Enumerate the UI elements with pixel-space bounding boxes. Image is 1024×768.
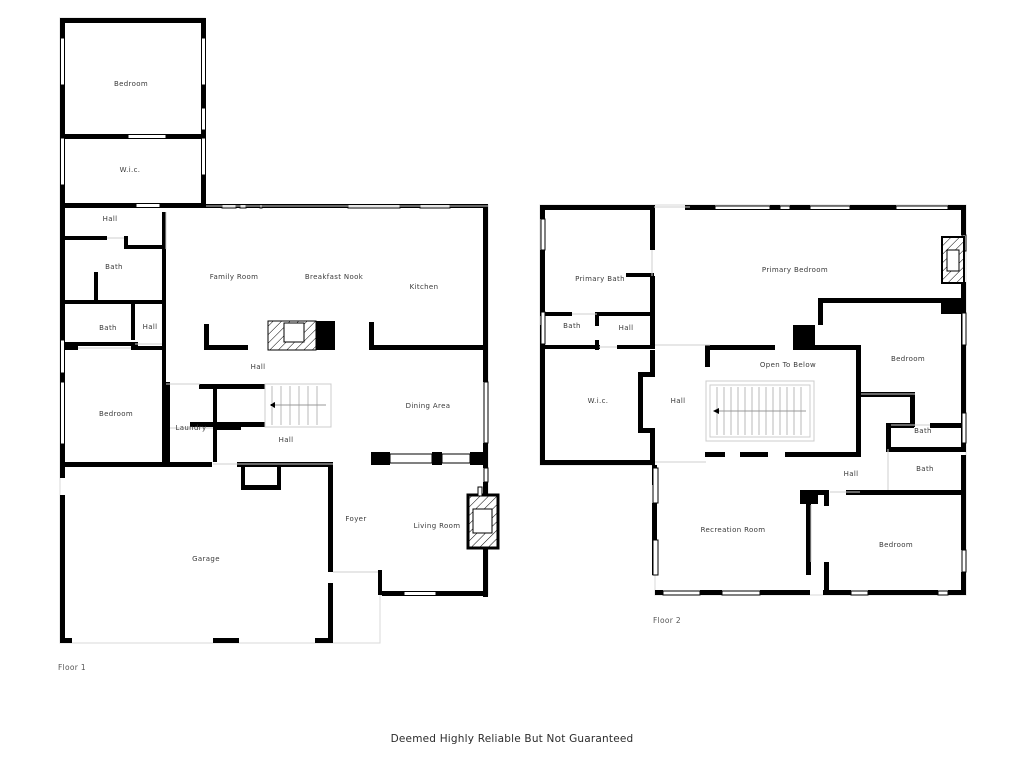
room-label: Bath xyxy=(99,324,117,332)
room-label: Dining Area xyxy=(405,402,451,410)
floor-1-group xyxy=(59,17,500,644)
floor-2-interior-walls xyxy=(540,205,966,592)
room-label: Primary Bedroom xyxy=(761,266,829,274)
room-label: Family Room xyxy=(209,273,259,281)
fireplace-family-room xyxy=(267,320,317,351)
fireplace-living-room xyxy=(466,486,500,550)
room-label: Living Room xyxy=(413,522,461,530)
room-label: Hall xyxy=(250,363,266,371)
fireplace-primary-bedroom xyxy=(941,236,965,284)
room-label: Kitchen xyxy=(409,283,439,291)
room-label: Bath xyxy=(105,263,123,271)
room-label: Bedroom xyxy=(98,410,134,418)
room-label: Open To Below xyxy=(759,361,817,369)
floor-1-interior-walls xyxy=(60,212,484,465)
floor-2-group xyxy=(539,204,967,596)
room-label: Hall xyxy=(102,215,118,223)
room-label: Primary Bath xyxy=(575,275,625,283)
floor-1-windows xyxy=(60,37,489,596)
disclaimer-text: Deemed Highly Reliable But Not Guarantee… xyxy=(390,733,634,745)
room-label: W.i.c. xyxy=(587,397,609,405)
room-label: Bedroom xyxy=(890,355,926,363)
room-label: Hall xyxy=(278,436,294,444)
room-label: Laundry xyxy=(175,424,207,432)
room-label: Breakfast Nook xyxy=(304,273,364,281)
floor-1-label: Floor 1 xyxy=(58,663,86,672)
room-label: Hall xyxy=(618,324,634,332)
room-label: Bath xyxy=(563,322,581,330)
floor-2-label: Floor 2 xyxy=(653,616,681,625)
room-label: Bedroom xyxy=(113,80,149,88)
room-label: Hall xyxy=(670,397,686,405)
room-label: Foyer xyxy=(345,515,367,523)
floor-2-door-openings xyxy=(572,206,930,562)
room-label: Hall xyxy=(142,323,158,331)
staircase-floor-1 xyxy=(264,383,332,428)
room-label: Garage xyxy=(192,555,220,563)
room-label: Hall xyxy=(843,470,859,478)
floor-1-door-openings xyxy=(78,205,488,573)
room-label: Bath xyxy=(914,427,932,435)
room-label: W.i.c. xyxy=(119,166,141,174)
staircase-floor-2 xyxy=(705,380,815,442)
room-label: Bedroom xyxy=(878,541,914,549)
room-label: Recreation Room xyxy=(700,526,766,534)
room-label: Bath xyxy=(916,465,934,473)
